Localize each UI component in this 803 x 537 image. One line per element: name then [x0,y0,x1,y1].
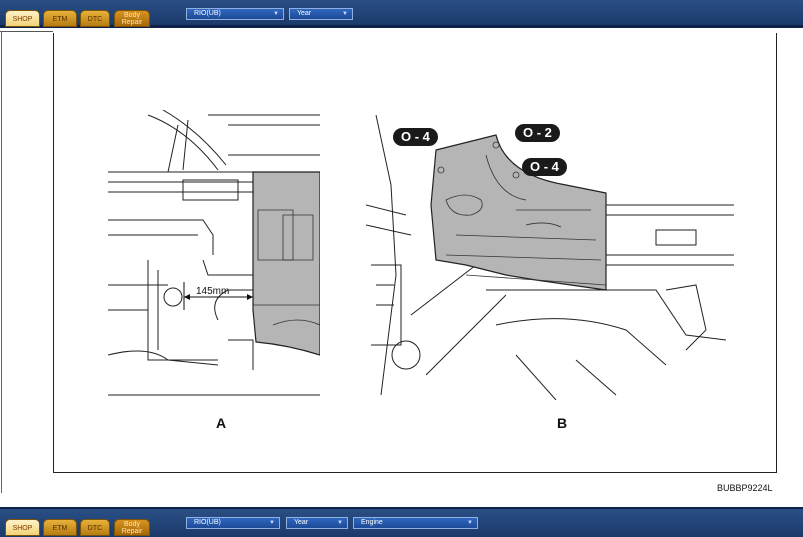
chevron-down-icon: ▼ [273,11,279,17]
year-select[interactable]: Year ▼ [289,8,353,20]
figure-label-b: B [557,415,568,431]
chevron-down-icon: ▼ [337,520,343,526]
bottom-nav-bar: SHOP ETM DTC Body Repair RIO(UB) ▼ Year … [0,507,803,537]
frame-top-rule [0,31,53,32]
illustration-a [108,110,320,396]
dimension-label: 145mm [196,286,230,297]
model-select[interactable]: RIO(UB) ▼ [186,8,284,20]
callout-o2: O - 2 [515,124,560,142]
chevron-down-icon: ▼ [342,11,348,17]
illustration-b [366,115,734,400]
figure-code: BUBBP9224L [717,483,773,493]
figure-frame [53,33,777,473]
callout-o4-left: O - 4 [393,128,438,146]
figure-label-a: A [216,415,227,431]
bottom-year-select[interactable]: Year ▼ [286,517,348,529]
bottom-tab-etm[interactable]: ETM [43,519,77,536]
model-select-value: RIO(UB) [194,10,221,17]
bottom-model-select[interactable]: RIO(UB) ▼ [186,517,280,529]
bottom-engine-select[interactable]: Engine ▼ [353,517,478,529]
top-nav-bar: SHOP ETM DTC Body Repair RIO(UB) ▼ Year … [0,0,803,28]
tab-etm[interactable]: ETM [43,10,77,27]
tab-body-repair[interactable]: Body Repair [114,10,150,27]
tab-dtc[interactable]: DTC [80,10,110,27]
chevron-down-icon: ▼ [269,520,275,526]
callout-o4-right: O - 4 [522,158,567,176]
tab-body-repair-line2: Repair [121,19,143,26]
bottom-model-select-value: RIO(UB) [194,519,221,526]
year-select-value: Year [297,10,312,17]
bottom-tab-body-repair-line2: Repair [121,528,143,535]
frame-left-rule [1,31,2,493]
bottom-engine-select-value: Engine [361,519,383,526]
bottom-tab-shop[interactable]: SHOP [5,519,40,536]
chevron-down-icon: ▼ [467,520,473,526]
bottom-tab-body-repair-line1: Body [124,521,140,528]
tab-shop[interactable]: SHOP [5,10,40,27]
bottom-tab-dtc[interactable]: DTC [80,519,110,536]
bottom-tab-body-repair[interactable]: Body Repair [114,519,150,536]
tab-body-repair-line1: Body [124,12,140,19]
bottom-year-select-value: Year [294,519,309,526]
